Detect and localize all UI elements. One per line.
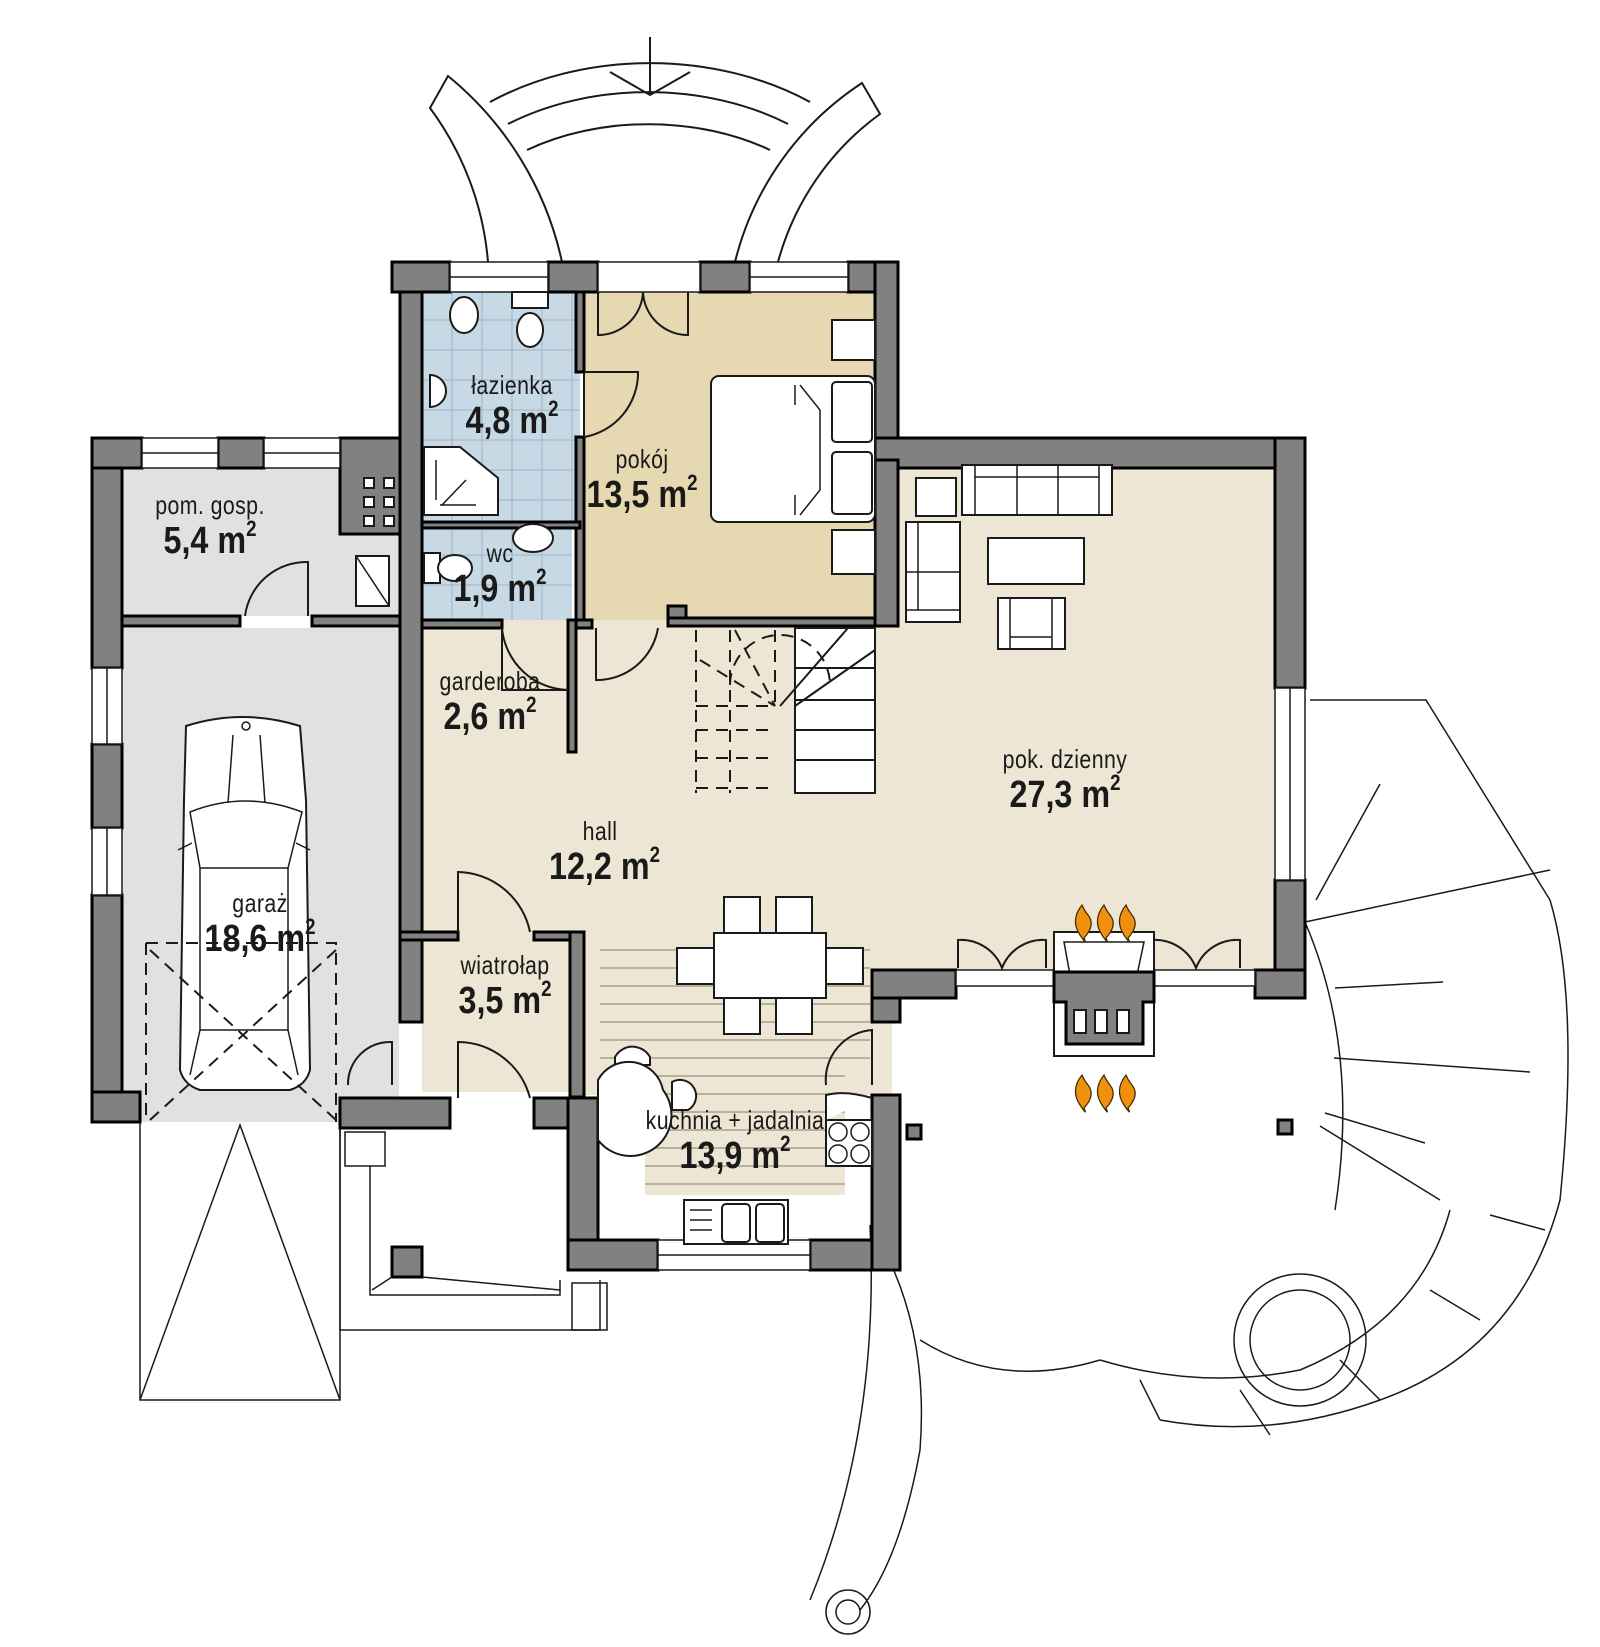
garden-curves <box>809 699 1569 1635</box>
car-icon <box>145 716 337 1122</box>
room-name: pok. dzienny <box>1002 744 1128 774</box>
room-area: 13,9 m2 <box>679 1131 791 1177</box>
room-area: 1,9 m2 <box>453 564 547 610</box>
fireplace-icon <box>1052 931 1156 1057</box>
room-label-hall: hall 12,2 m2 <box>540 818 660 886</box>
room-name: wc <box>486 538 514 568</box>
room-label-pokoj: pokój 13,5 m2 <box>572 446 712 514</box>
staircase <box>695 627 876 794</box>
room-name: garderoba <box>439 666 541 696</box>
room-label-pom-gosp: pom. gosp. 5,4 m2 <box>140 492 280 560</box>
room-name: wiatrołap <box>460 950 550 980</box>
driveway <box>139 1122 608 1401</box>
room-name: garaż <box>232 888 288 918</box>
room-label-kuchnia-jadalnia: kuchnia + jadalnia 13,9 m2 <box>620 1107 850 1175</box>
room-area: 13,5 m2 <box>586 470 698 516</box>
room-name: kuchnia + jadalnia <box>645 1105 825 1135</box>
room-area: 5,4 m2 <box>163 516 257 562</box>
room-area: 12,2 m2 <box>549 842 660 888</box>
room-label-pok-dzienny: pok. dzienny 27,3 m2 <box>985 746 1145 814</box>
doors <box>244 291 1241 1099</box>
room-name: pokój <box>615 444 669 474</box>
room-name: pom. gosp. <box>155 490 265 520</box>
flame-icons <box>1074 903 1136 1113</box>
furniture <box>423 291 1113 1245</box>
walls <box>90 260 1307 1272</box>
room-area: 4,8 m2 <box>465 396 559 442</box>
room-label-wiatrolap: wiatrołap 3,5 m2 <box>440 952 570 1020</box>
room-label-wc: wc 1,9 m2 <box>440 540 560 608</box>
room-area: 2,6 m2 <box>443 692 537 738</box>
room-name: hall <box>582 816 618 846</box>
room-area: 18,6 m2 <box>204 914 316 960</box>
room-label-garderoba: garderoba 2,6 m2 <box>420 668 560 736</box>
room-area: 27,3 m2 <box>1009 770 1121 816</box>
room-label-lazienka: łazienka 4,8 m2 <box>452 372 572 440</box>
vent-grid <box>355 477 395 607</box>
room-label-garaz: garaż 18,6 m2 <box>190 890 330 958</box>
room-name: łazienka <box>471 370 553 400</box>
terrace-arcs <box>428 37 882 263</box>
windows <box>91 261 1306 1271</box>
room-area: 3,5 m2 <box>458 976 552 1022</box>
